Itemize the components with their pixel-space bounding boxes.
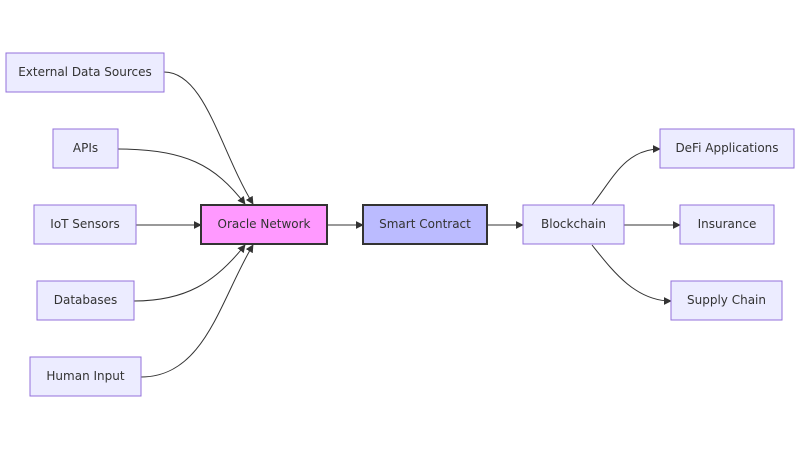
node-label: APIs xyxy=(73,141,98,155)
edges xyxy=(117,71,681,378)
node-oracle-network[interactable]: Oracle Network xyxy=(200,204,328,245)
node-supply-chain[interactable]: Supply Chain xyxy=(670,280,783,321)
node-insurance[interactable]: Insurance xyxy=(679,204,775,245)
node-label: External Data Sources xyxy=(18,65,152,79)
nodes: External Data Sources APIs IoT Sensors D… xyxy=(5,52,795,397)
node-label: Insurance xyxy=(698,217,757,231)
edge-apis-to-oracle xyxy=(117,148,246,205)
node-label: DeFi Applications xyxy=(675,141,778,155)
node-label: Human Input xyxy=(46,369,124,383)
edge-databases-to-oracle xyxy=(133,244,246,302)
node-databases[interactable]: Databases xyxy=(36,280,135,321)
edge-blockchain-to-supply xyxy=(591,244,672,305)
node-blockchain[interactable]: Blockchain xyxy=(522,204,625,245)
node-label: Supply Chain xyxy=(687,293,766,307)
node-defi-applications[interactable]: DeFi Applications xyxy=(659,128,795,169)
node-human-input[interactable]: Human Input xyxy=(29,356,142,397)
node-smart-contract[interactable]: Smart Contract xyxy=(362,204,488,245)
node-label: Databases xyxy=(54,293,118,307)
edge-human-to-oracle xyxy=(140,244,254,378)
node-label: Blockchain xyxy=(541,217,606,231)
node-iot-sensors[interactable]: IoT Sensors xyxy=(33,204,137,245)
node-label: Oracle Network xyxy=(218,217,311,231)
node-label: Smart Contract xyxy=(379,217,471,231)
node-external-data-sources[interactable]: External Data Sources xyxy=(5,52,165,93)
edge-blockchain-to-defi xyxy=(591,145,661,206)
edge-external-to-oracle xyxy=(163,71,254,205)
node-apis[interactable]: APIs xyxy=(52,128,119,169)
node-label: IoT Sensors xyxy=(50,217,119,231)
